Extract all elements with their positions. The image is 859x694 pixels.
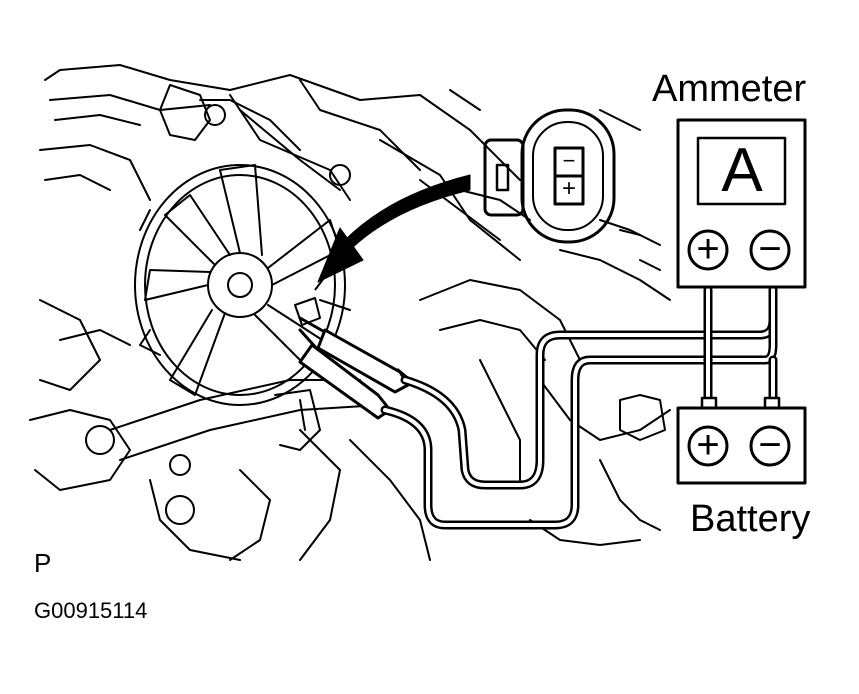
ammeter-body [676, 118, 807, 289]
ammeter-display [696, 136, 787, 206]
ammeter-minus-terminal-icon [749, 229, 791, 271]
connector-inset [483, 108, 616, 244]
figure-id-label: G00915114 [34, 598, 148, 623]
ammeter-symbol: A [721, 136, 763, 205]
battery-plus-terminal-icon [687, 425, 729, 467]
battery-plus-label: + [696, 423, 720, 467]
battery [676, 396, 807, 485]
battery-minus-terminal-icon [749, 425, 791, 467]
fan-shroud [134, 164, 346, 406]
connector-callout-arrow [314, 174, 471, 291]
ammeter [676, 118, 807, 289]
fan-hub [207, 252, 273, 318]
ammeter-minus-label: − [758, 227, 782, 271]
view-code-label: P [34, 548, 52, 578]
ammeter-label: Ammeter [652, 68, 807, 110]
battery-label: Battery [690, 498, 811, 540]
battery-minus-label: − [758, 423, 782, 467]
ammeter-plus-terminal-icon [687, 229, 729, 271]
battery-body [676, 406, 807, 485]
fan-motor-connector-area [274, 297, 321, 451]
connector-minus-label: − [562, 148, 576, 173]
ammeter-plus-label: + [696, 227, 720, 271]
test-probes [298, 316, 412, 420]
test-leads [380, 285, 778, 530]
connector-plus-label: + [561, 175, 576, 202]
